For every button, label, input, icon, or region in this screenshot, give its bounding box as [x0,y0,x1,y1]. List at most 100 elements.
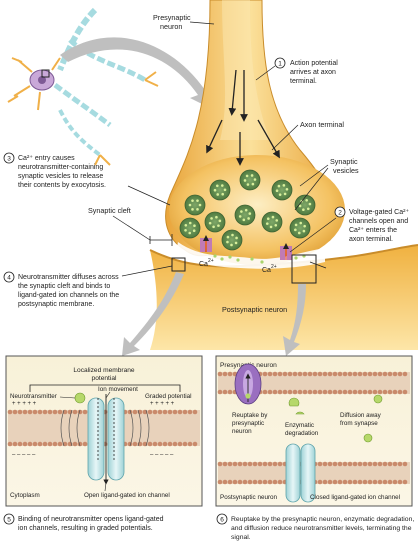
synaptic-cleft [176,242,325,269]
lipid-head [322,371,328,377]
lipid-head [152,409,158,415]
lipid-head [347,389,353,395]
lipid-head [372,371,378,377]
svg-text:axon terminal.: axon terminal. [349,236,393,243]
lipid-head [362,389,368,395]
svg-text:Action potential: Action potential [290,60,338,67]
lipid-head [377,461,383,467]
lipid-head [307,389,313,395]
lipid-head [237,461,243,467]
lipid-head [72,409,78,415]
lipid-head [317,461,323,467]
lipid-head [172,409,178,415]
svg-text:Synaptic: Synaptic [330,157,358,166]
lipid-head [167,409,173,415]
lipid-head [232,479,238,485]
lipid-head [222,371,228,377]
lipid-head [357,371,363,377]
svg-text:Synaptic cleft: Synaptic cleft [88,206,131,215]
lipid-head [287,389,293,395]
lipid-head [317,389,323,395]
step-2: 2 Voltage-gated Ca²⁺ channels open and C… [289,206,409,253]
lipid-head [362,371,368,377]
step-3: 3 Ca²⁺ entry causes neurotransmitter-con… [3,152,171,206]
lipid-head [357,461,363,467]
svg-text:Neurotransmitter diffuses acro: Neurotransmitter diffuses across [18,274,119,281]
lipid-head [182,409,188,415]
lipid-head [327,461,333,467]
open-ion-channel [87,394,125,485]
lipid-head [252,479,258,485]
graded-potential-arrows [60,409,150,447]
lipid-head [247,479,253,485]
lipid-head [392,479,398,485]
lipid-head [267,461,273,467]
lipid-head [252,461,258,467]
zoom-box-right [291,254,317,284]
svg-text:Ca: Ca [262,267,271,274]
label-axon-terminal: Axon terminal [271,120,344,151]
lipid-head [227,389,233,395]
svg-text:2+: 2+ [271,264,277,270]
lipid-head [232,461,238,467]
lipid-head [327,389,333,395]
label-postsynaptic-neuron-panel: Postsynaptic neuron [220,494,278,501]
lipid-head [327,479,333,485]
lipid-head [292,371,298,377]
lipid-head [177,441,183,447]
lipid-head [377,389,383,395]
lipid-head [242,479,248,485]
lipid-head [57,441,63,447]
label-reuptake: Reuptake by [232,412,268,419]
synaptic-vesicle [289,217,311,239]
synaptic-vesicle [234,204,256,226]
lipid-head [247,461,253,467]
lipid-head [367,389,373,395]
panel-signal-termination: Presynaptic neuron Reuptake by presynapt… [215,355,413,507]
lipid-head [227,461,233,467]
lipid-head [222,479,228,485]
svg-text:potential: potential [92,375,117,382]
lipid-head [342,371,348,377]
lipid-head [367,479,373,485]
lipid-head [387,461,393,467]
lipid-head [327,371,333,377]
lipid-head [157,441,163,447]
lipid-head [377,479,383,485]
lipid-head [17,409,23,415]
lipid-head [382,389,388,395]
lipid-head [272,371,278,377]
lipid-head [277,371,283,377]
lipid-head [352,461,358,467]
lipid-head [47,441,53,447]
lipid-head [387,479,393,485]
svg-text:vesicles: vesicles [333,166,359,175]
label-neurotransmitter: Neurotransmitter [10,393,57,400]
minus-row-right: – – – – – [150,452,174,458]
lipid-head [292,389,298,395]
svg-text:the synaptic cleft and binds t: the synaptic cleft and binds to [18,283,110,290]
lipid-head [227,479,233,485]
lipid-head [22,409,28,415]
lipid-head [337,479,343,485]
zoom-arrow-left [122,272,184,356]
label-ca-left: Ca 2+ [199,258,214,268]
panel-graded-potential: Localized membrane potential + + + + + +… [5,355,203,507]
svg-text:signal.: signal. [231,534,251,541]
lipid-head [42,409,48,415]
enzymatic-degradation-icon [288,397,305,415]
lipid-head [342,389,348,395]
action-potential-arrows [206,69,280,166]
svg-text:4: 4 [7,275,11,282]
step-4: 4 Neurotransmitter diffuses across the s… [3,265,173,308]
lipid-head [322,479,328,485]
lipid-head [22,441,28,447]
calcium-channel-left [200,235,212,252]
label-enzymatic-2: degradation [285,430,319,437]
svg-text:neurotransmitter-containing: neurotransmitter-containing [18,164,103,171]
lipid-head [237,479,243,485]
lipid-head [167,441,173,447]
svg-text:postsynaptic membrane.: postsynaptic membrane. [18,301,94,308]
lipid-head [357,479,363,485]
